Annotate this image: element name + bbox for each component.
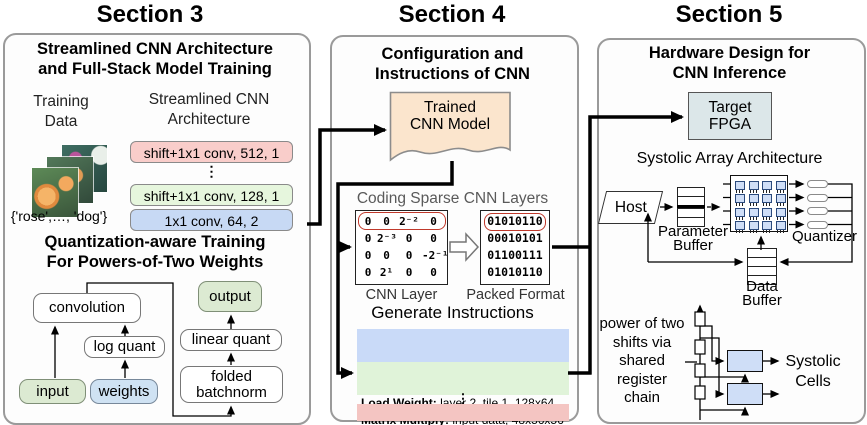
matrix-row-highlight [358,212,446,230]
systolic-cell-unit [727,383,763,405]
packed-row: 01010110 [487,265,543,279]
systolic-cell [748,180,759,193]
target-fpga-box: Target FPGA [688,92,772,140]
packed-format-label: Packed Format [466,287,565,303]
host-node: Host [597,191,664,224]
trained-model-document [389,91,511,162]
matrix-cell: 0 [364,249,372,262]
linear-quant-node: linear quant [180,329,282,351]
conv-layer-64: 1x1 conv, 64, 2 [130,209,293,231]
buffer-active-row [677,205,705,209]
class-labels-text: {'rose',…, 'dog'} [10,208,108,224]
matrix-cell: 2¹ [379,266,394,279]
matrix-cell: 0 [364,232,372,245]
matrix-cell: 0 [383,249,390,262]
trained-model-line2: CNN Model [409,116,491,133]
layer-stack-ellipsis: ⋮ [204,163,219,179]
trained-model-line1: Trained [424,99,476,116]
instruction-ellipsis: ⋮ [456,391,470,406]
systolic-cells-label: Systolic Cells [785,353,841,390]
systolic-cell [735,194,745,206]
streamlined-arch-label: Streamlined CNN Architecture [148,91,270,128]
packed-format-values: 01010110 00010101 01100111 01010110 [481,213,549,281]
matrix-cell: 2⁻³ [377,232,397,245]
systolic-cell [775,180,786,193]
quantizer-pill [807,180,828,188]
section3-header: Section 3 [96,1,204,28]
conv-layer-128: shift+1x1 conv, 128, 1 [130,184,293,206]
weights-node: weights [90,379,158,404]
coding-sparse-label: Coding Sparse CNN Layers [356,190,549,207]
training-image-front [32,168,78,217]
packed-row: 01010110 [487,214,543,228]
section4-title: Configuration and Instructions of CNN [330,44,575,84]
buffer-cell [747,275,777,285]
target-fpga-line2: FPGA [708,116,752,133]
systolic-cell [762,180,772,193]
systolic-cell [775,221,786,233]
quantizer-label: Quantizer [791,228,858,245]
qat-title: Quantization-aware Training For Powers-o… [3,232,307,272]
systolic-cell-unit [727,350,763,372]
data-buffer-label: Data Buffer [742,278,782,309]
generate-instructions-label: Generate Instructions [371,303,534,322]
output-node: output [198,281,262,312]
section3-title-line2: and Full-Stack Model Training [38,60,272,78]
systolic-cell [735,180,745,193]
matrix-cell: 0 [405,266,413,279]
section5-title: Hardware Design for CNN Inference [597,43,862,83]
systolic-array-grid [730,175,788,233]
systolic-cell [775,207,786,220]
matrix-cell: 0 [405,232,413,245]
parameter-buffer-label: Parameter Buffer [657,223,729,254]
shift-register-label: power of two shifts via shared register … [599,315,685,406]
matrix-cell: 0 [430,232,437,245]
data-buffer [747,248,777,285]
training-data-label: Training Data [33,93,89,130]
qat-title-line1: Quantization-aware Training [44,233,266,251]
systolic-cell [762,194,772,206]
systolic-cell [748,207,759,220]
instruction-row-blue: Load Weight: layer 1, tile 1, 64x48 Matr… [357,329,569,425]
systolic-cell [735,207,745,220]
section3-title: Streamlined CNN Architecture and Full-St… [3,39,307,79]
cnn-layer-label: CNN Layer [365,287,438,303]
matrix-cell: 0 [430,266,437,279]
systolic-array-label: Systolic Array Architecture [636,150,823,167]
section4-title-line1: Configuration and [381,45,524,63]
systolic-cell [748,221,759,233]
packed-row: 00010101 [487,231,543,245]
packed-row-highlight [484,212,546,231]
instruction-row-pink: Load Weight: layer 18, tile 1, 128x512 [357,404,569,421]
log-quant-node: log quant [84,336,165,358]
section4-header: Section 4 [398,1,506,28]
trained-model-text: Trained CNN Model [391,99,509,133]
conv-layer-512: shift+1x1 conv, 512, 1 [130,141,293,163]
block-arrow-icon [449,232,480,262]
convolution-node: convolution [33,293,141,323]
systolic-cell [775,194,786,206]
systolic-cell [762,207,772,220]
section5-header: Section 5 [675,1,783,28]
section4-title-line2: Instructions of CNN [375,65,530,83]
host-label: Host [614,198,647,216]
parameter-buffer [677,187,705,227]
folded-batchnorm-node: folded batchnorm [180,366,283,403]
systolic-cell [735,221,745,233]
qat-title-line2: For Powers-of-Two Weights [46,253,264,271]
systolic-cell [748,194,759,206]
section5-title-line2: CNN Inference [672,64,787,82]
input-node: input [19,379,86,404]
matrix-cell: -2⁻¹ [422,249,449,262]
packed-row: 01100111 [487,248,543,262]
section3-title-line1: Streamlined CNN Architecture [37,40,273,58]
quantizer-pill [807,193,828,202]
quantizer-pill [807,207,828,215]
matrix-cell: 0 [405,249,413,262]
section5-title-line1: Hardware Design for [648,44,811,62]
target-fpga-line1: Target [708,99,752,116]
systolic-cell [762,221,772,233]
matrix-cell: 0 [364,266,372,279]
